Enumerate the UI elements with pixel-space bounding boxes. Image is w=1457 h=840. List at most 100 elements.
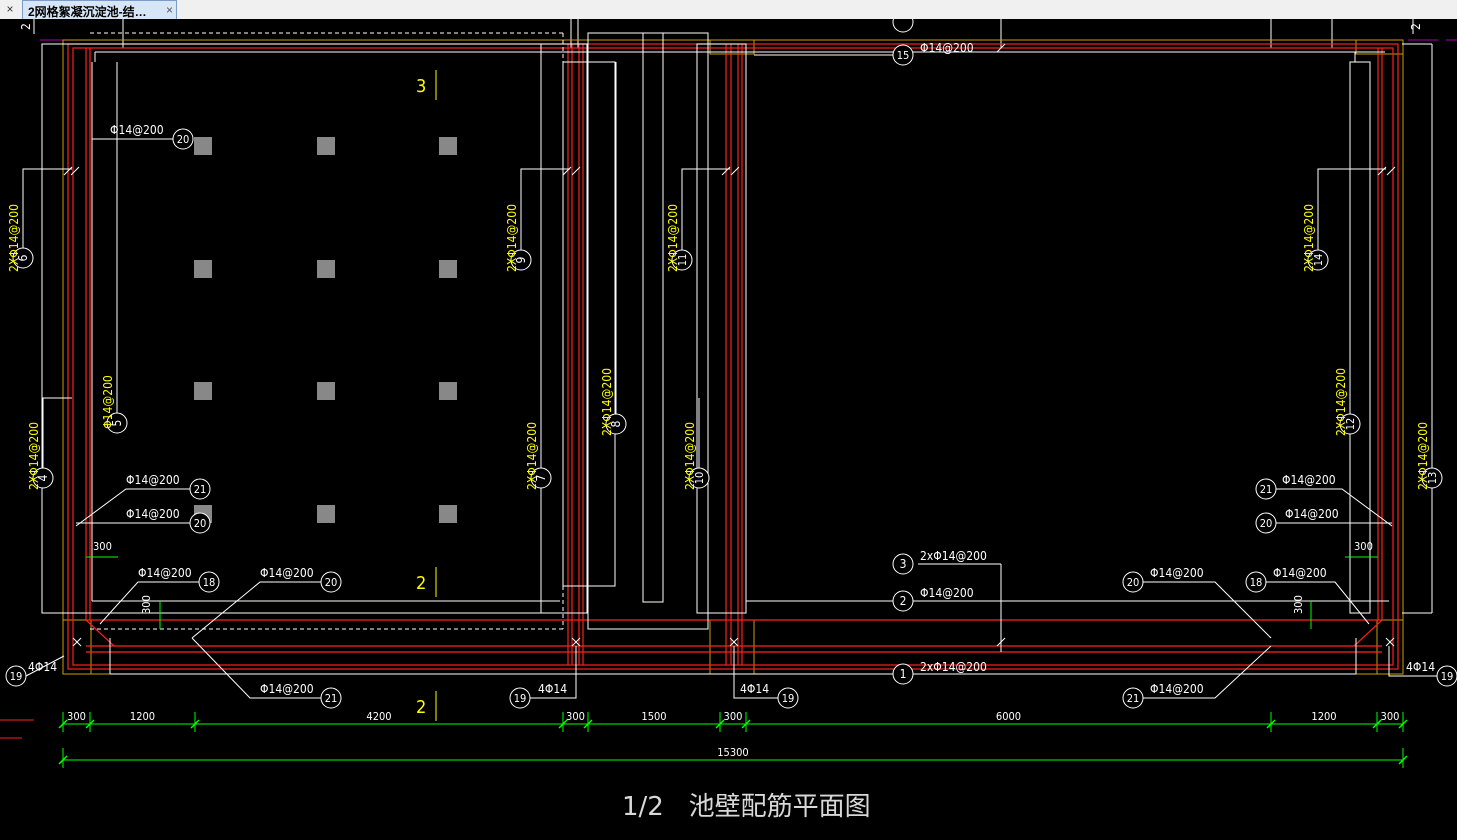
rebar-spec-text: 2XΦ14@200 <box>505 204 519 272</box>
section-mark-number: 2 <box>416 573 426 594</box>
rebar-spec-text: 2XΦ14@200 <box>1416 422 1430 490</box>
column-square <box>439 505 457 523</box>
callout-circle <box>1255 478 1277 500</box>
rebar-spec-text: Φ14@200 <box>138 566 192 580</box>
dim-segment-text: 6000 <box>996 710 1021 723</box>
callout-number: 8 <box>609 420 623 427</box>
dim-segment-text: 300 <box>724 710 743 723</box>
callout-circle <box>1436 665 1457 687</box>
dim-tick <box>1266 719 1276 729</box>
callout-number: 9 <box>514 256 528 263</box>
rebar-spec-text: Φ14@200 <box>920 41 974 55</box>
drawing-title: 1/2 池壁配筋平面图 <box>622 792 871 822</box>
callout-circle <box>1339 413 1361 435</box>
rebar-spec-text: Φ14@200 <box>260 682 314 696</box>
callout-circle <box>5 665 27 687</box>
callout-circle <box>320 687 342 709</box>
rebar-spec-text: 2XΦ14@200 <box>600 368 614 436</box>
dim-tick <box>1372 719 1382 729</box>
tab-close-icon[interactable]: × <box>165 3 173 17</box>
rebar-spec-text: 4Φ14 <box>740 682 769 696</box>
dim-tick <box>85 719 95 729</box>
callout-number: 20 <box>194 517 207 530</box>
callout-number: 7 <box>534 475 548 482</box>
svg-text:2: 2 <box>1409 23 1423 30</box>
document-tab-bar: × 2网格絮凝沉淀池-结… × <box>0 0 1457 20</box>
dim-tick <box>190 719 200 729</box>
callout-number: 21 <box>325 692 338 705</box>
callout-circle <box>1122 571 1144 593</box>
dim-total-tick <box>1398 755 1408 765</box>
callout-circle <box>1122 687 1144 709</box>
rebar-callout-21: 21 Φ14@200 <box>260 682 342 709</box>
cad-drawing-canvas[interactable]: 2 2 <box>0 19 1457 840</box>
close-icon[interactable]: × <box>6 2 14 16</box>
local-dim-text: 300 <box>93 540 112 553</box>
rebar-spec-text: Φ14@200 <box>101 375 115 429</box>
rebar-spec-text: Φ14@200 <box>260 566 314 580</box>
column-square <box>317 505 335 523</box>
column-square <box>317 382 335 400</box>
callout-number: 3 <box>900 557 907 571</box>
callout-circle <box>892 590 914 612</box>
callout-number: 19 <box>1441 670 1454 683</box>
local-dim-text: 300 <box>1292 595 1305 614</box>
callout-number: 21 <box>194 483 207 496</box>
dim-tick <box>741 719 751 729</box>
dim-tick <box>1398 719 1408 729</box>
rebar-spec-text: 2XΦ14@200 <box>27 422 41 490</box>
callout-circle <box>530 467 552 489</box>
horizontal-rebar-labels: 15Φ14@20020Φ14@20021Φ14@20020Φ14@20018Φ1… <box>5 41 1457 709</box>
tab-drawing[interactable]: 2网格絮凝沉淀池-结… × <box>22 0 177 19</box>
callout-number: 20 <box>325 576 338 589</box>
rebar-spec-text: 2xΦ14@200 <box>920 549 987 563</box>
callout-number: 21 <box>1127 692 1140 705</box>
column-square <box>194 382 212 400</box>
rebar-spec-text: 2XΦ14@200 <box>1334 368 1348 436</box>
callout-number: 12 <box>1344 418 1357 431</box>
callout-circle <box>1421 467 1443 489</box>
dim-total-tick <box>58 755 68 765</box>
callout-circle <box>688 467 710 489</box>
callout-number: 5 <box>110 420 124 427</box>
top-extension-lines <box>33 19 1414 48</box>
slash-ticks <box>63 43 1396 647</box>
local-dimension-lines <box>86 556 1378 629</box>
column-square <box>194 137 212 155</box>
callout-circle <box>1255 512 1277 534</box>
rebar-spec-text: 2XΦ14@200 <box>666 204 680 272</box>
rebar-spec-text: Φ14@200 <box>1273 566 1327 580</box>
column-square <box>317 260 335 278</box>
dim-segment-text: 300 <box>67 710 86 723</box>
callout-circle <box>1245 571 1267 593</box>
callout-circle <box>320 571 342 593</box>
callout-number: 4 <box>36 474 50 481</box>
callout-number: 18 <box>1250 576 1263 589</box>
rebar-spec-text: 2XΦ14@200 <box>683 422 697 490</box>
callout-circle <box>189 478 211 500</box>
callout-circle <box>510 249 532 271</box>
callout-circle <box>605 413 627 435</box>
callout-circle <box>32 467 54 489</box>
local-dim-text: 300 <box>140 595 153 614</box>
dim-segment-text: 4200 <box>366 710 391 723</box>
callout-number: 20 <box>1127 576 1140 589</box>
column-square <box>439 137 457 155</box>
rebar-spec-text: 2xΦ14@200 <box>920 660 987 674</box>
